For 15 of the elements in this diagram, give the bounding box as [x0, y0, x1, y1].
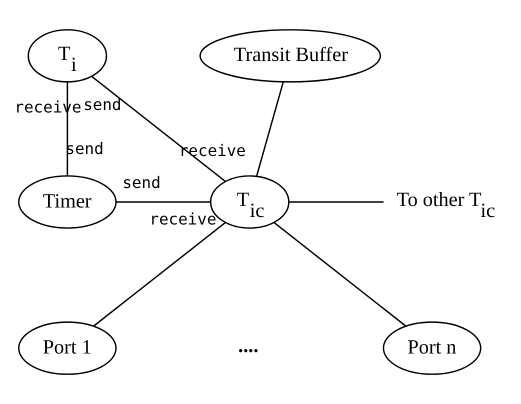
connector — [94, 222, 226, 326]
node-ellipse: Port 1 — [18, 321, 117, 375]
edge-label: send — [83, 94, 122, 114]
label: .... — [238, 335, 258, 358]
node-ellipse: Timer — [18, 175, 117, 229]
connector — [274, 222, 406, 326]
node-ellipse: Transit Buffer — [199, 29, 382, 83]
connector — [91, 76, 226, 182]
connector — [66, 82, 68, 176]
connector — [116, 201, 210, 203]
connector — [256, 82, 284, 176]
node-ellipse: Port n — [382, 321, 482, 375]
connector — [289, 201, 384, 203]
edge-label: send — [122, 172, 161, 192]
edge-label: send — [65, 138, 104, 158]
